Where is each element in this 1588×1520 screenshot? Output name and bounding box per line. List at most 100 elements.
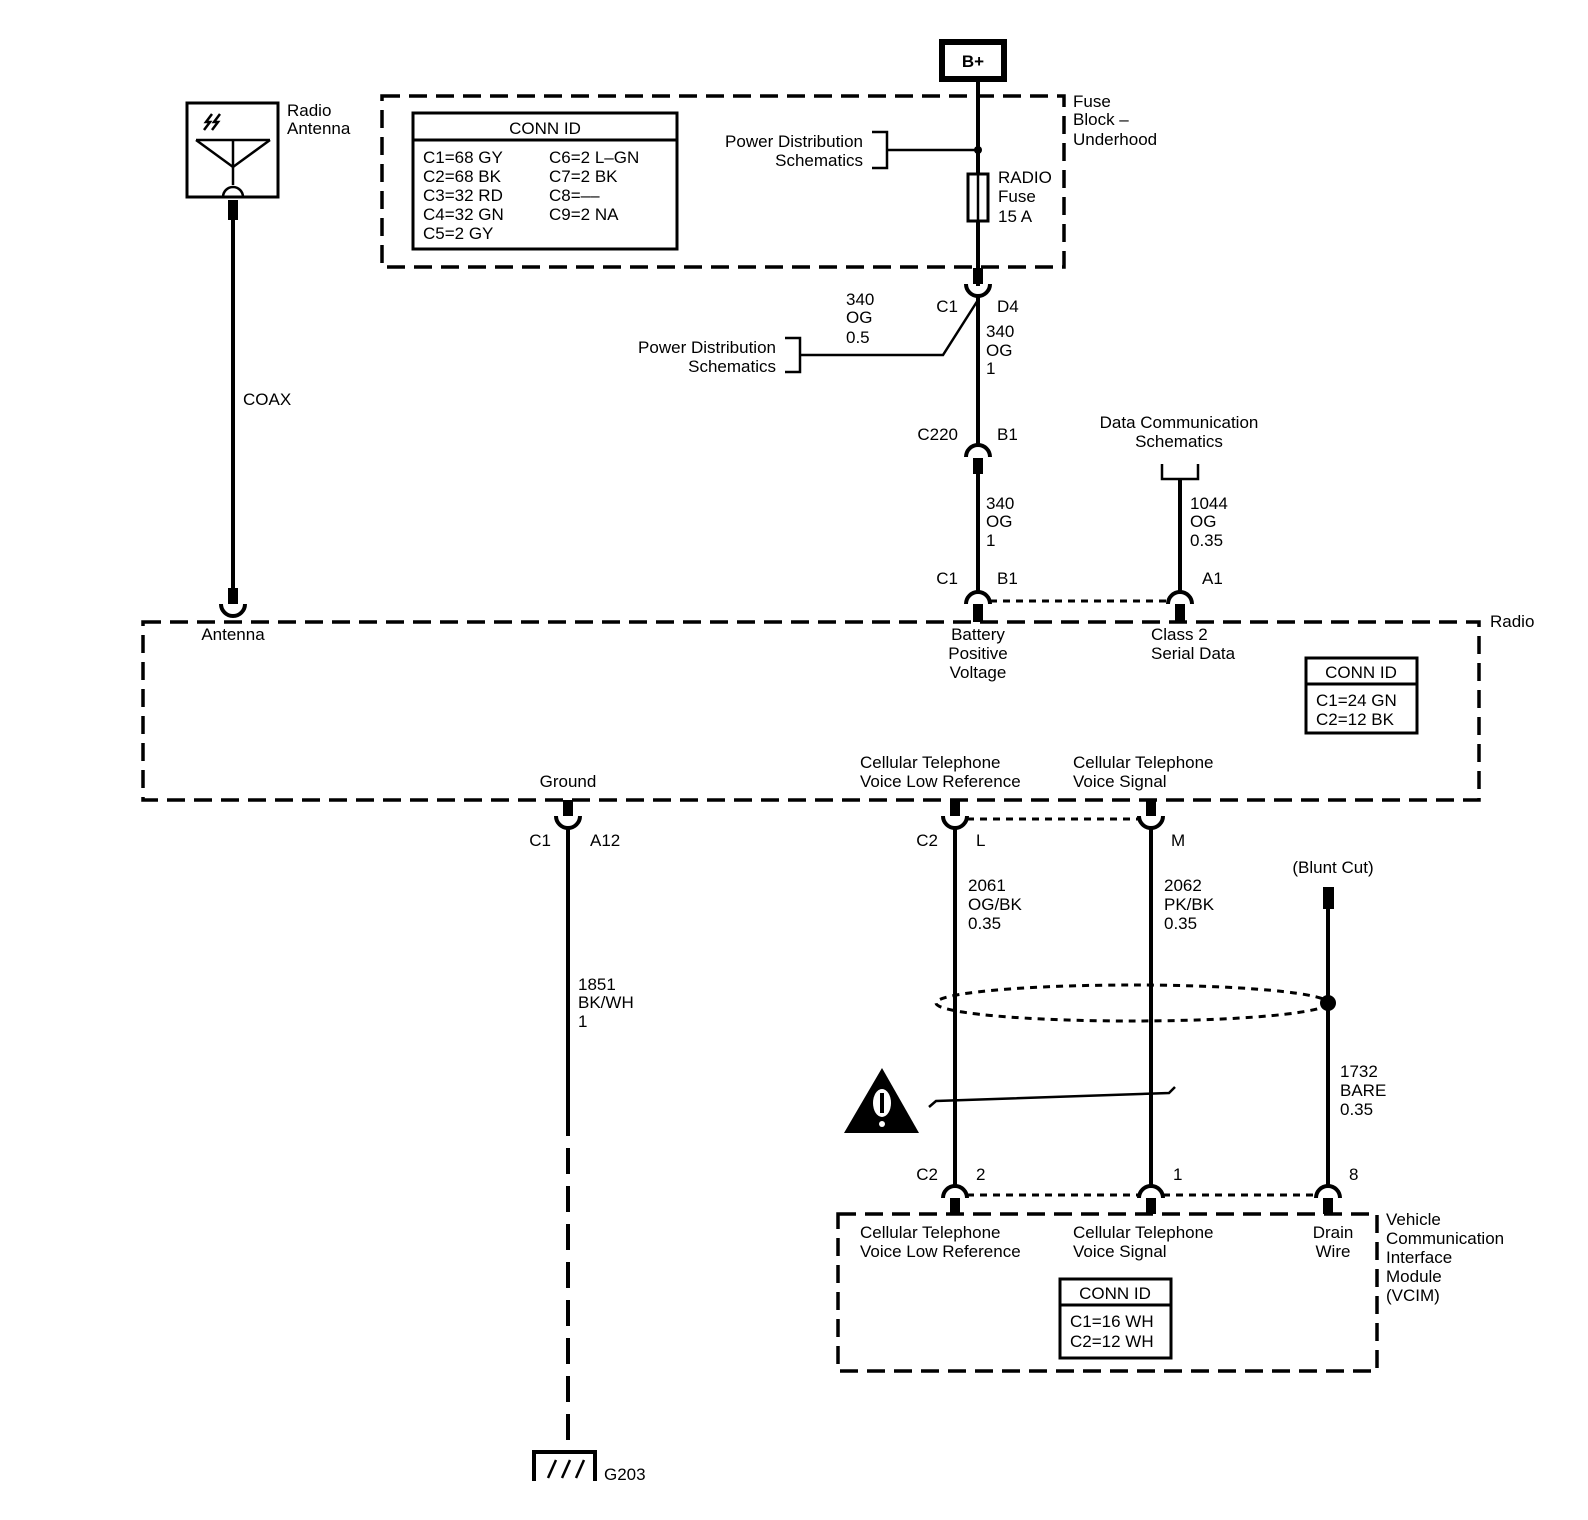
vcim-c2-pin2-icon: [941, 1184, 969, 1199]
vcim-pin-1: 1: [1173, 1165, 1182, 1184]
radio-module-outline: [141, 620, 1481, 802]
wire-1044-label-1: 1044: [1190, 494, 1228, 513]
radio-c1-a1-icon: [1166, 590, 1194, 605]
radio-c2-l-icon: [941, 815, 969, 830]
fuse-label-2: Fuse: [998, 187, 1036, 206]
radio-c2-m-icon: [1137, 815, 1165, 830]
vcim-module-outline: [836, 1212, 1379, 1373]
power-ref2-1: Power Distribution: [638, 338, 776, 357]
vcim-cell-low-2: Voice Low Reference: [860, 1242, 1021, 1261]
battery-positive: B+: [939, 39, 1007, 82]
serial-label-2: Serial Data: [1151, 644, 1236, 663]
vcim-cell-sig-1: Cellular Telephone: [1073, 1223, 1214, 1242]
vcim-pin-8: 8: [1349, 1165, 1358, 1184]
conn-id-entry: C2=68 BK: [423, 167, 502, 186]
wire-1732-label-2: BARE: [1340, 1081, 1386, 1100]
conn-id-entry: C1=68 GY: [423, 148, 503, 167]
wire-2062-label-2: PK/BK: [1164, 895, 1215, 914]
antenna-terminal-icon: [219, 603, 247, 618]
fuse-block-outline: [380, 94, 1066, 269]
branch-wire-label-3: 0.5: [846, 328, 870, 347]
wire-340b-label-2: OG: [986, 512, 1012, 531]
vcim-cell-low-1: Cellular Telephone: [860, 1223, 1001, 1242]
battery-label-1: Battery: [951, 625, 1005, 644]
battery-label-3: Voltage: [950, 663, 1007, 682]
wire-2061-label-1: 2061: [968, 876, 1006, 895]
branch-wire-label-2: OG: [846, 308, 872, 327]
conn-id-entry: C7=2 BK: [549, 167, 618, 186]
fuse-block-title-3: Underhood: [1073, 130, 1157, 149]
vcim-drain-2: Wire: [1316, 1242, 1351, 1261]
wire-1044-label-3: 0.35: [1190, 531, 1223, 550]
twisted-pair-line: [928, 1086, 1176, 1108]
conn-id-entry: C4=32 GN: [423, 205, 504, 224]
battery-positive-label: B+: [962, 52, 984, 71]
vcim-c2-pin1-icon: [1137, 1184, 1165, 1199]
conn-id-entry: C2=12 WH: [1070, 1332, 1154, 1351]
radio-pin-l: L: [976, 831, 985, 850]
radio-cell-low-2: Voice Low Reference: [860, 772, 1021, 791]
power-ref2-bracket: [785, 336, 802, 374]
fuse-label-1: RADIO: [998, 168, 1052, 187]
power-ref-2: Schematics: [775, 151, 863, 170]
antenna-title-2: Antenna: [287, 119, 351, 138]
radio-ground-conn: C1: [529, 831, 551, 850]
radio-ground-pin: A12: [590, 831, 620, 850]
c220-pin: B1: [997, 425, 1018, 444]
vcim-title-5: (VCIM): [1386, 1286, 1440, 1305]
blunt-cut-label: (Blunt Cut): [1292, 858, 1373, 877]
connector-c220-icon: [964, 443, 992, 458]
conn-id-entry: C2=12 BK: [1316, 710, 1395, 729]
c1-d4-pin: D4: [997, 297, 1019, 316]
antenna-icon: [195, 113, 271, 198]
wire-2061-label-2: OG/BK: [968, 895, 1023, 914]
antenna-title-1: Radio: [287, 101, 331, 120]
radio-cell-sig-2: Voice Signal: [1073, 772, 1167, 791]
data-comm-bracket: [1160, 464, 1200, 481]
conn-id-entry: C8=––: [549, 186, 600, 205]
conn-id-entry: C9=2 NA: [549, 205, 619, 224]
wire-2062-label-1: 2062: [1164, 876, 1202, 895]
c220-conn: C220: [917, 425, 958, 444]
battery-label-2: Positive: [948, 644, 1008, 663]
wire-1851-label-3: 1: [578, 1012, 587, 1031]
antenna-terminal-label: Antenna: [201, 625, 265, 644]
wire-1732-label-1: 1732: [1340, 1062, 1378, 1081]
radio-antenna: Radio Antenna: [185, 101, 351, 199]
vcim-pin-2: 2: [976, 1165, 985, 1184]
wire-340a-label-2: OG: [986, 341, 1012, 360]
vcim-drain-1: Drain: [1313, 1223, 1354, 1242]
shield-ellipse: [934, 983, 1330, 1023]
vcim-c2-pin8-icon: [1314, 1184, 1342, 1199]
vcim-c2-conn: C2: [916, 1165, 938, 1184]
wire-1732-label-3: 0.35: [1340, 1100, 1373, 1119]
fuse-block-conn-id-table: CONN ID C1=68 GY C2=68 BK C3=32 RD C4=32…: [411, 111, 679, 251]
fuse-block-title-2: Block –: [1073, 110, 1129, 129]
wire-2061-label-3: 0.35: [968, 914, 1001, 933]
wire-340b-label-3: 1: [986, 531, 995, 550]
conn-id-header: CONN ID: [509, 119, 581, 138]
radio-c1-a12-icon: [554, 815, 582, 830]
wire-1851-label-1: 1851: [578, 975, 616, 994]
wire-2062-label-3: 0.35: [1164, 914, 1197, 933]
conn-id-header: CONN ID: [1325, 663, 1397, 682]
vcim-cell-sig-2: Voice Signal: [1073, 1242, 1167, 1261]
vcim-conn-id-table: CONN ID C1=16 WH C2=12 WH: [1058, 1277, 1173, 1360]
c1-d4-conn: C1: [936, 297, 958, 316]
vcim-title-2: Communication: [1386, 1229, 1504, 1248]
radio-ground-label: Ground: [540, 772, 597, 791]
radio-c1-b1-icon: [964, 590, 992, 605]
radio-c2-conn: C2: [916, 831, 938, 850]
wire-340a-label-1: 340: [986, 322, 1014, 341]
power-ref-1: Power Distribution: [725, 132, 863, 151]
radio-top-pin-b1: B1: [997, 569, 1018, 588]
vcim-title-3: Interface: [1386, 1248, 1452, 1267]
conn-id-entry: C6=2 L–GN: [549, 148, 639, 167]
conn-id-entry: C3=32 RD: [423, 186, 503, 205]
coax-label: COAX: [243, 390, 291, 409]
radio-top-conn: C1: [936, 569, 958, 588]
radio-title: Radio: [1490, 612, 1534, 631]
serial-label-1: Class 2: [1151, 625, 1208, 644]
wire-1044-label-2: OG: [1190, 512, 1216, 531]
power-ref-bracket: [872, 130, 889, 170]
